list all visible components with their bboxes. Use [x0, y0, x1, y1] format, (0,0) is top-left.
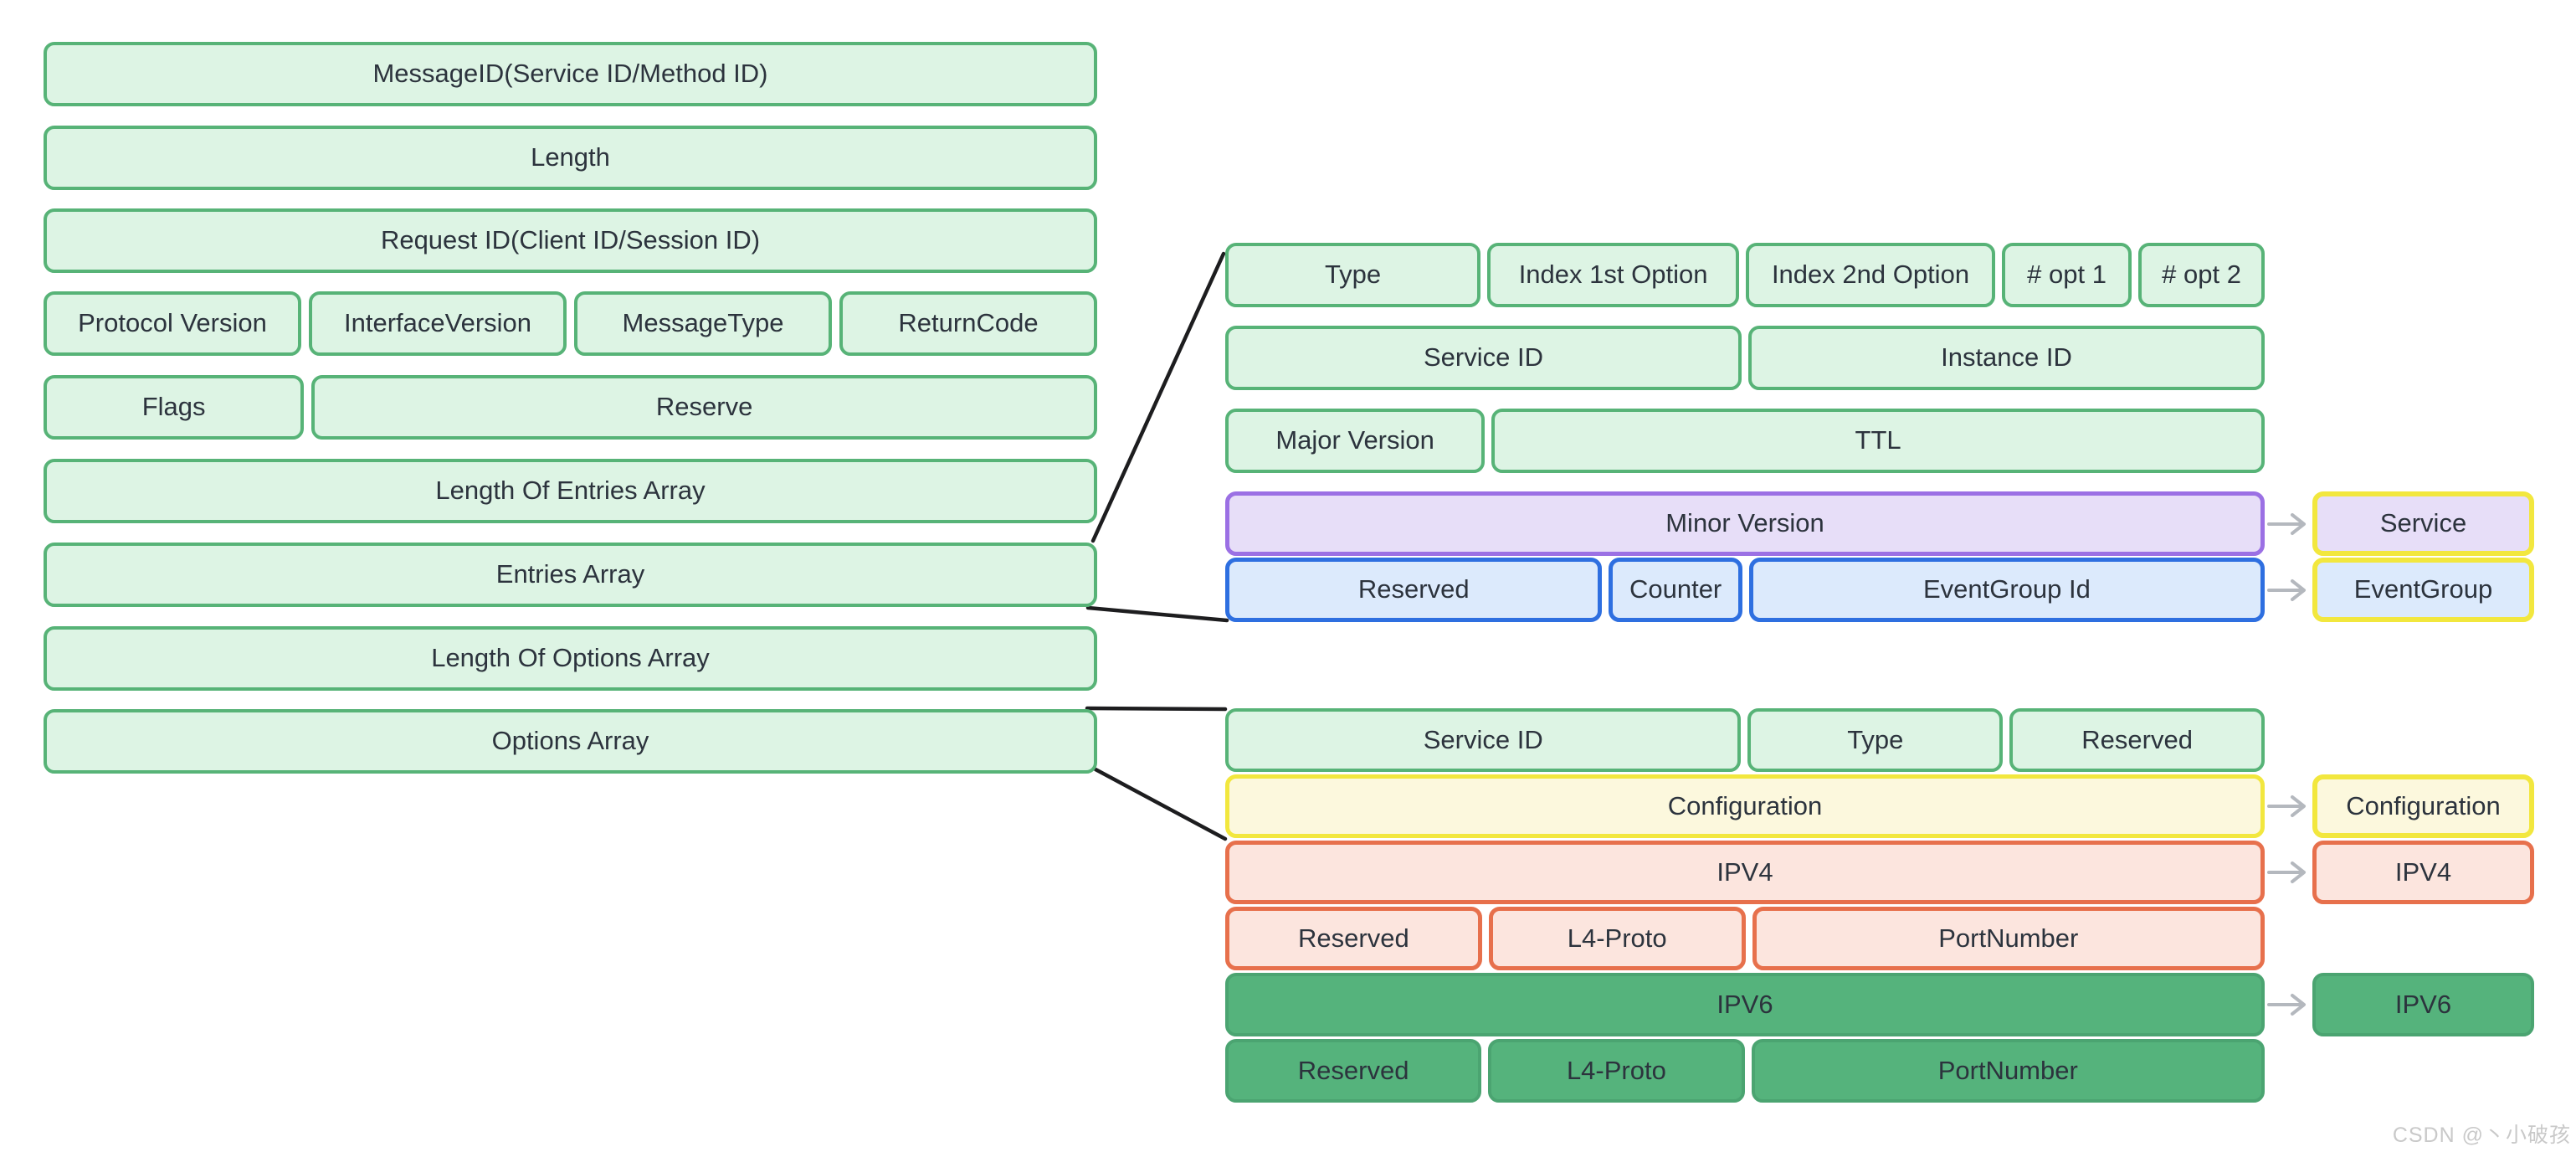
field-length: Length	[44, 126, 1097, 190]
label-ipv4: IPV4	[2312, 841, 2534, 904]
field-request-id: Request ID(Client ID/Session ID)	[44, 208, 1097, 273]
field-interface-version: InterfaceVersion	[309, 291, 567, 356]
arrow-right-icon	[2267, 861, 2306, 883]
entry-field-reserved: Reserved	[1225, 558, 1603, 622]
arrow-right-icon	[2267, 795, 2306, 817]
option-field-ipv4: IPV4	[1225, 841, 2265, 904]
entry-field-minor-version: Minor Version	[1225, 491, 2265, 556]
field-message-type: MessageType	[574, 291, 832, 356]
option-field-ipv4-l4-proto: L4-Proto	[1488, 907, 1746, 970]
entry-field-num-opt-1: # opt 1	[2002, 243, 2132, 307]
connector-options-bottom	[1093, 767, 1228, 841]
arrow-right-icon	[2267, 513, 2306, 535]
entry-field-ttl: TTL	[1491, 409, 2265, 473]
option-field-configuration: Configuration	[1225, 774, 2265, 838]
field-flags: Flags	[44, 375, 305, 440]
option-field-type: Type	[1747, 708, 2004, 772]
label-service: Service	[2312, 491, 2534, 556]
label-ipv6: IPV6	[2312, 973, 2534, 1036]
field-reserve: Reserve	[311, 375, 1097, 440]
field-length-of-options-array: Length Of Options Array	[44, 626, 1097, 691]
connector-options-top	[1085, 706, 1228, 712]
entry-field-counter: Counter	[1609, 558, 1742, 622]
field-options-array: Options Array	[44, 709, 1097, 774]
entry-field-instance-id: Instance ID	[1748, 326, 2265, 390]
field-return-code: ReturnCode	[839, 291, 1097, 356]
entry-field-index-2nd-option: Index 2nd Option	[1746, 243, 1995, 307]
connector-entries-top	[1090, 251, 1226, 543]
label-configuration: Configuration	[2312, 774, 2534, 838]
field-entries-array: Entries Array	[44, 543, 1097, 607]
entry-field-eventgroup-id: EventGroup Id	[1748, 558, 2265, 622]
entry-field-index-1st-option: Index 1st Option	[1487, 243, 1739, 307]
option-field-ipv6-portnumber: PortNumber	[1751, 1039, 2265, 1103]
entry-field-service-id: Service ID	[1225, 326, 1742, 390]
entry-field-num-opt-2: # opt 2	[2138, 243, 2265, 307]
option-field-ipv4-portnumber: PortNumber	[1752, 907, 2266, 970]
arrow-right-icon	[2267, 994, 2306, 1016]
label-eventgroup: EventGroup	[2312, 558, 2534, 622]
field-protocol-version: Protocol Version	[44, 291, 301, 356]
field-message-id: MessageID(Service ID/Method ID)	[44, 42, 1097, 106]
field-length-of-entries-array: Length Of Entries Array	[44, 459, 1097, 523]
connector-entries-bottom	[1085, 605, 1229, 623]
option-field-ipv6: IPV6	[1225, 973, 2265, 1036]
option-field-ipv4-reserved: Reserved	[1225, 907, 1482, 970]
entry-field-type: Type	[1225, 243, 1481, 307]
entry-field-major-version: Major Version	[1225, 409, 1486, 473]
csdn-watermark: CSDN @丶小破孩	[2392, 1124, 2571, 1147]
option-field-ipv6-reserved: Reserved	[1225, 1039, 1482, 1103]
option-field-reserved: Reserved	[2009, 708, 2266, 772]
option-field-ipv6-l4-proto: L4-Proto	[1488, 1039, 1745, 1103]
option-field-service-id: Service ID	[1225, 708, 1742, 772]
arrow-right-icon	[2267, 579, 2306, 601]
